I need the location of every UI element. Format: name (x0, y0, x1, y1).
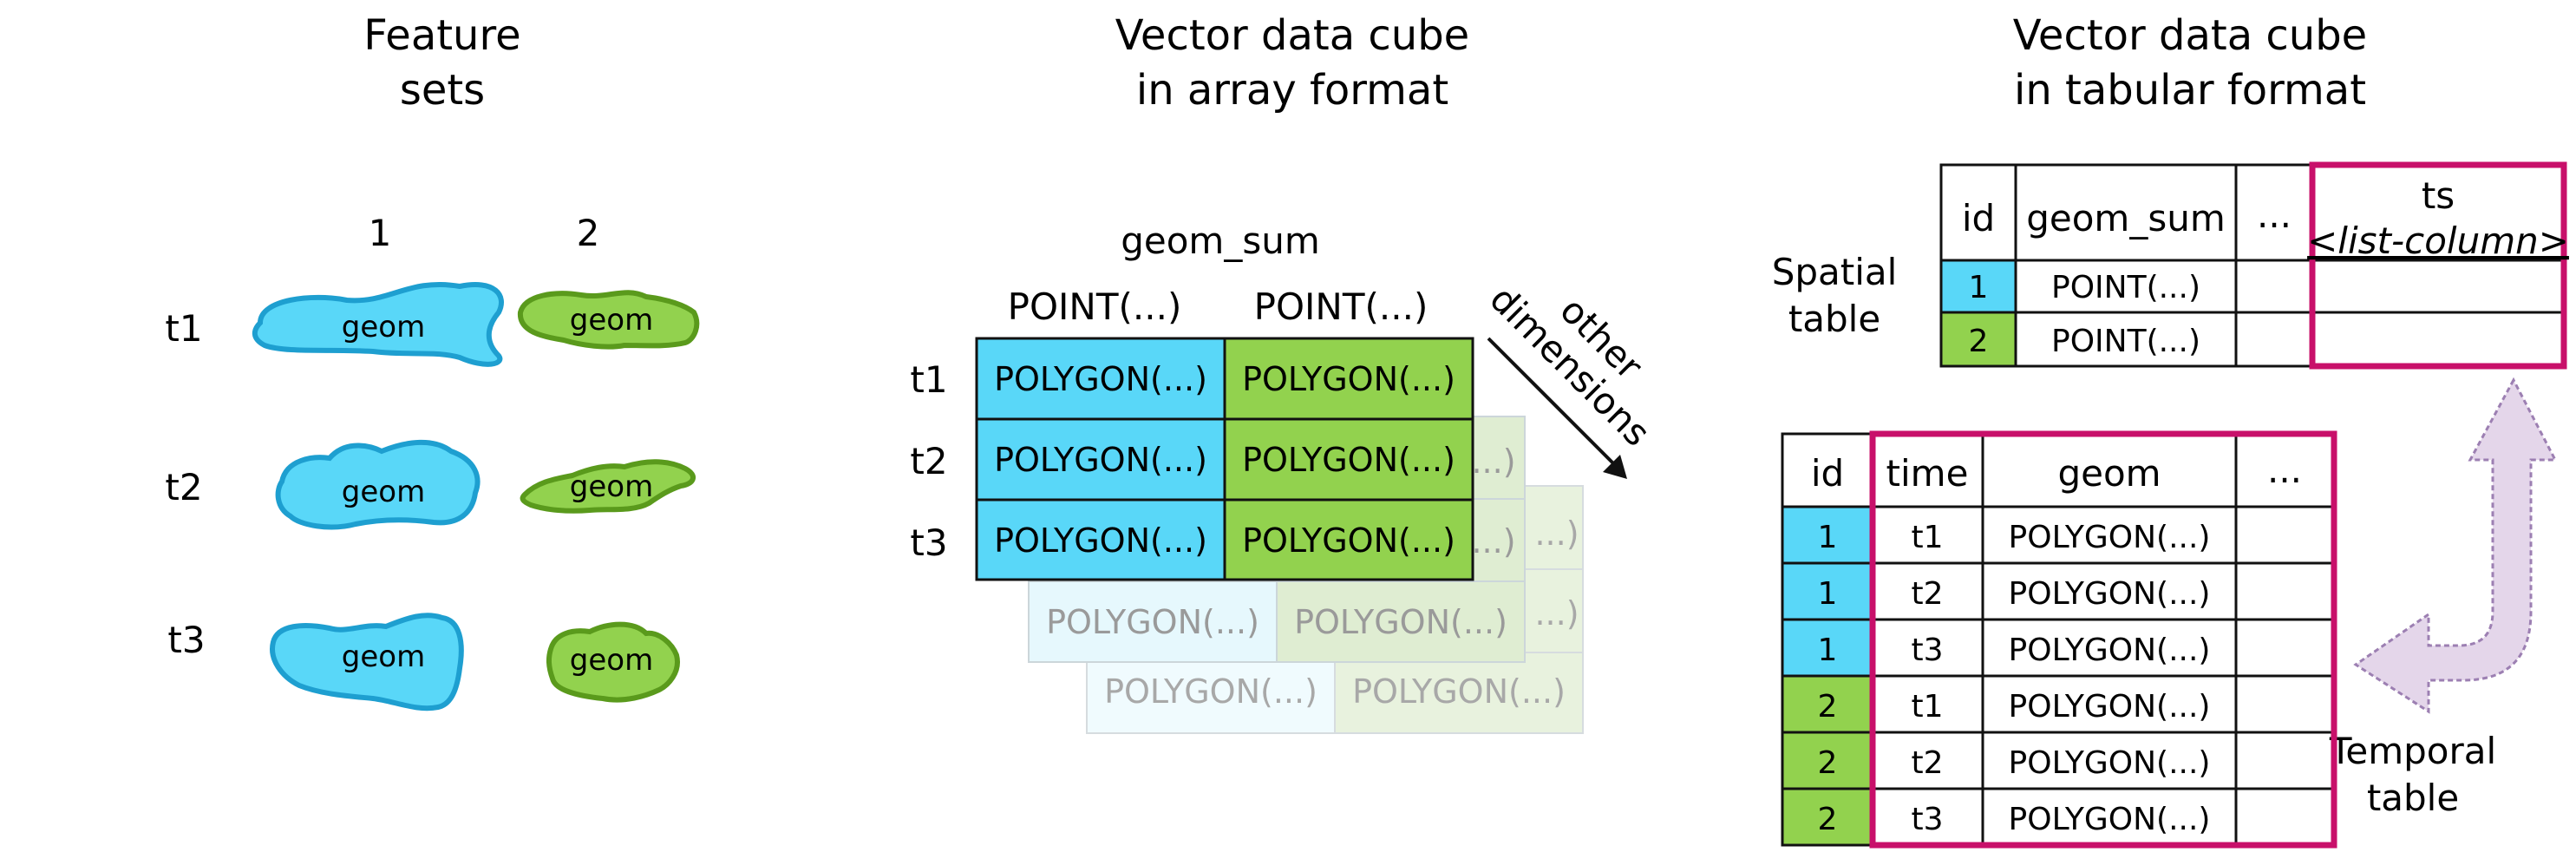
blob-feature-1-t3 (270, 613, 464, 711)
feature-sets-title-line1: Feature (363, 11, 520, 60)
temporal-row2-id: 1 (1818, 576, 1838, 612)
temporal-header-more: ... (2267, 449, 2302, 491)
back-layer-partial-1: ...) (1534, 515, 1579, 553)
front-cell-t2-1: POLYGON(...) (994, 441, 1207, 479)
spatial-temporal-link-arrow (2353, 377, 2558, 714)
point-col-header-2: POINT(...) (1254, 285, 1429, 328)
temporal-row5-time: t2 (1911, 745, 1943, 781)
spatial-table: id geom_sum ... ts <list-column> 1 POINT… (1939, 161, 2569, 370)
spatial-row2-id: 2 (1969, 324, 1989, 359)
feature-col-header-1: 1 (369, 212, 392, 254)
blob-feature-2-t3 (546, 621, 680, 703)
front-cell-t2-2: POLYGON(...) (1242, 441, 1455, 479)
array-row-label-t3: t3 (910, 521, 947, 564)
temporal-row1-id: 1 (1818, 520, 1838, 555)
spatial-table-label-line1: Spatial (1772, 251, 1898, 293)
spatial-header-id: id (1962, 197, 1995, 239)
point-col-header-1: POINT(...) (1008, 285, 1182, 328)
blob-label-2-t1: geom (570, 303, 653, 338)
front-cell-t3-1: POLYGON(...) (994, 521, 1207, 560)
feature-row-label-t1: t1 (165, 307, 202, 350)
temporal-row2-time: t2 (1911, 576, 1943, 612)
feature-row-label-t2: t2 (165, 466, 202, 508)
temporal-header-time: time (1886, 452, 1969, 495)
temporal-row1-time: t1 (1911, 520, 1943, 555)
array-row-label-t2: t2 (910, 440, 947, 482)
spatial-header-geom-sum: geom_sum (2026, 197, 2226, 239)
temporal-row6-id: 2 (1818, 802, 1838, 837)
temporal-row4-id: 2 (1818, 689, 1838, 725)
front-cell-t3-2: POLYGON(...) (1242, 521, 1455, 560)
blob-feature-2-t1 (517, 290, 700, 350)
tabular-title-line1: Vector data cube (2013, 11, 2367, 60)
feature-col-header-2: 2 (577, 212, 600, 254)
middle-layer-cell-2: POLYGON(...) (1294, 603, 1507, 641)
array-format-panel: Vector data cube in array format geom_su… (910, 11, 1658, 734)
temporal-row4-geom: POLYGON(...) (2009, 689, 2211, 725)
middle-layer-partial-2: ...) (1471, 522, 1515, 561)
back-layer-cell-2: POLYGON(...) (1352, 672, 1566, 711)
blob-feature-2-t2 (520, 459, 696, 514)
spatial-table-label-line2: table (1788, 298, 1880, 340)
array-title-line1: Vector data cube (1115, 11, 1469, 60)
blob-label-1-t2: geom (342, 475, 425, 509)
temporal-header-id: id (1811, 452, 1844, 495)
temporal-row3-time: t3 (1911, 633, 1943, 668)
temporal-header-geom: geom (2057, 452, 2161, 495)
tabular-title-line2: in tabular format (2014, 66, 2366, 115)
temporal-table: id time geom ... 1 t1 POLYGON(...) 1 t2 … (1781, 430, 2337, 849)
temporal-row5-id: 2 (1818, 745, 1838, 781)
feature-sets-title-line2: sets (400, 66, 485, 115)
blob-label-1-t3: geom (342, 639, 425, 674)
middle-layer-cell-1: POLYGON(...) (1046, 603, 1259, 641)
back-layer-partial-2: ...) (1534, 594, 1579, 633)
front-cell-t1-2: POLYGON(...) (1242, 360, 1455, 398)
middle-layer-partial-1: ...) (1471, 443, 1515, 481)
cube-layer-front: POLYGON(...) POLYGON(...) POLYGON(...) P… (975, 337, 1474, 581)
spatial-header-ts-sub: <list-column> (2307, 220, 2569, 262)
geom-sum-header: geom_sum (1121, 220, 1320, 262)
back-layer-cell-1: POLYGON(...) (1104, 672, 1317, 711)
temporal-row4-time: t1 (1911, 689, 1943, 725)
temporal-row5-geom: POLYGON(...) (2009, 745, 2211, 781)
blob-label-2-t2: geom (570, 469, 653, 504)
temporal-row1-geom: POLYGON(...) (2009, 520, 2211, 555)
temporal-row3-id: 1 (1818, 633, 1838, 668)
temporal-row3-geom: POLYGON(...) (2009, 633, 2211, 668)
array-row-label-t1: t1 (910, 358, 947, 401)
blob-feature-1-t2 (275, 439, 481, 530)
blob-feature-1-t1 (252, 281, 504, 367)
feature-sets-panel: Feature sets 1 2 t1 t2 t3 geom geom geom… (165, 11, 700, 711)
temporal-table-label-line1: Temporal (2329, 730, 2496, 772)
blob-label-1-t1: geom (342, 310, 425, 344)
temporal-row2-geom: POLYGON(...) (2009, 576, 2211, 612)
front-cell-t1-1: POLYGON(...) (994, 360, 1207, 398)
other-dimensions-arrow (1487, 337, 1627, 479)
temporal-row6-time: t3 (1911, 802, 1943, 837)
spatial-header-more: ... (2257, 193, 2292, 236)
feature-row-label-t3: t3 (167, 619, 205, 661)
spatial-row1-id: 1 (1969, 270, 1989, 305)
spatial-row2-geom: POINT(...) (2051, 324, 2200, 359)
spatial-row1-geom: POINT(...) (2051, 270, 2200, 305)
blob-label-2-t3: geom (570, 643, 653, 678)
temporal-table-label-line2: table (2367, 777, 2459, 819)
tabular-format-panel: Vector data cube in tabular format Spati… (1772, 11, 2569, 849)
spatial-header-ts: ts (2422, 174, 2455, 217)
array-title-line2: in array format (1136, 66, 1448, 115)
temporal-row6-geom: POLYGON(...) (2009, 802, 2211, 837)
